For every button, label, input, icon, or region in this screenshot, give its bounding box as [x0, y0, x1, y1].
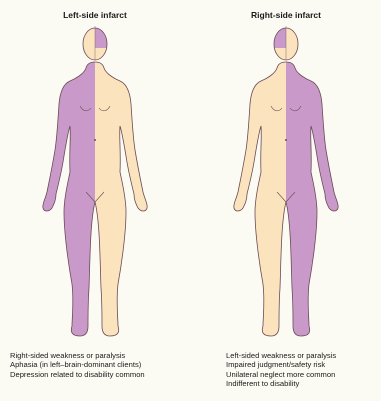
right-infarct-title: Right-side infarct	[191, 10, 381, 20]
effect-item: Aphasia (in left–brain-dominant clients)	[10, 360, 190, 369]
effect-item: Indifferent to disability	[226, 379, 381, 388]
left-infarct-body-figure	[0, 22, 190, 348]
right-infarct-panel: Right-side infarct Left-sided weakness o…	[191, 0, 381, 401]
navel-mark	[285, 139, 287, 141]
effect-item: Left-sided weakness or paralysis	[226, 351, 381, 360]
effect-item: Unilateral neglect more common	[226, 370, 381, 379]
right-infarct-effects-list: Left-sided weakness or paralysis Impaire…	[226, 351, 381, 389]
left-infarct-panel: Left-side infarct Right-sided weakness o…	[0, 0, 190, 401]
left-infarct-effects-list: Right-sided weakness or paralysis Aphasi…	[10, 351, 190, 379]
effect-item: Right-sided weakness or paralysis	[10, 351, 190, 360]
navel-mark	[94, 139, 96, 141]
left-infarct-title: Left-side infarct	[0, 10, 190, 20]
effect-item: Impaired judgment/safety risk	[226, 360, 381, 369]
effect-item: Depression related to disability common	[10, 370, 190, 379]
right-infarct-body-figure	[191, 22, 381, 348]
